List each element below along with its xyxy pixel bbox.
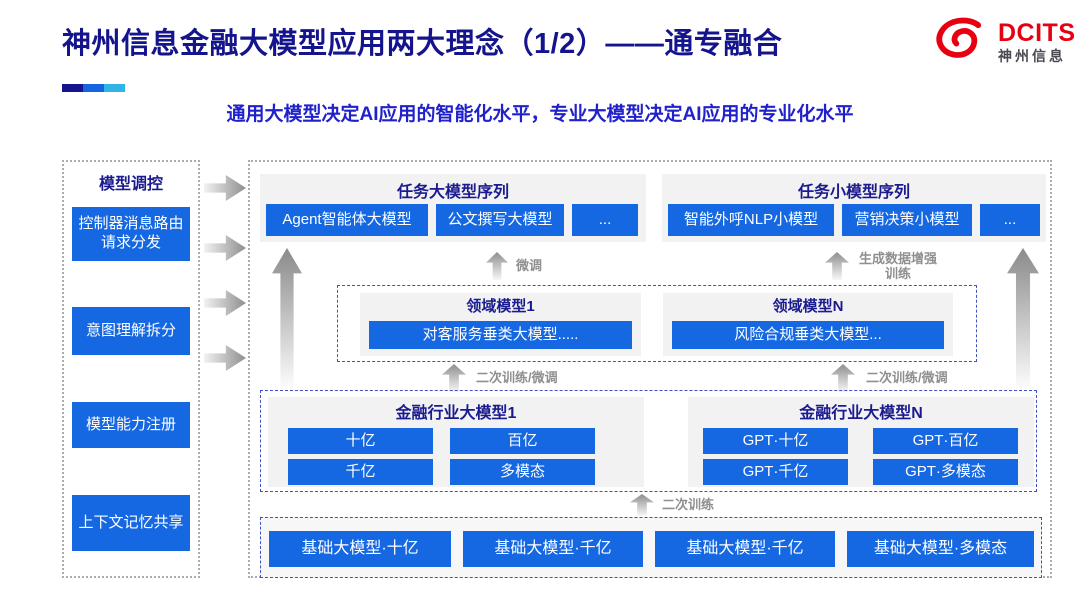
brand-name-cn: 神州信息: [998, 47, 1066, 64]
gen-data-arrow-icon: [825, 252, 849, 280]
node-marketing-decision-model: 营销决策小模型: [842, 204, 972, 236]
node-risk-compliance-model: 风险合规垂类大模型...: [672, 321, 944, 349]
accent-segment-cyan: [104, 84, 125, 92]
task-large-model-panel: 任务大模型序列 Agent智能体大模型 公文撰写大模型 ...: [260, 174, 646, 242]
retrain-finetune-arrow-icon: [442, 364, 466, 392]
slide-subtitle: 通用大模型决定AI应用的智能化水平，专业大模型决定AI应用的专业化水平: [226, 104, 854, 125]
node-1b: 十亿: [288, 428, 433, 454]
sidebar-title: 模型调控: [98, 176, 163, 193]
panel-title: 金融行业大模型N: [799, 405, 923, 422]
label-retrain-finetune-right: 二次训练/微调: [866, 370, 948, 385]
base-model-node-100b-b: 基础大模型·千亿: [655, 531, 835, 567]
base-models-box: 基础大模型·十亿 基础大模型·千亿 基础大模型·千亿 基础大模型·多模态: [260, 517, 1042, 578]
node-10b: 百亿: [450, 428, 595, 454]
sidebar-item-context-memory: 上下文记忆共享: [72, 495, 190, 551]
panel-title: 任务大模型序列: [396, 184, 509, 201]
node-gpt-multimodal: GPT·多模态: [873, 459, 1018, 485]
brand-name: DCITS: [998, 18, 1076, 47]
finetune-arrow-icon: [486, 252, 508, 280]
industry-models-box: 金融行业大模型1 十亿 百亿 千亿 多模态 金融行业大模型N GPT·十亿 GP…: [260, 390, 1037, 492]
industry-model-n-panel: 金融行业大模型N GPT·十亿 GPT·百亿 GPT·千亿 GPT·多模态: [688, 397, 1034, 487]
big-up-arrow-right-icon: [1007, 248, 1039, 389]
node-outbound-nlp-model: 智能外呼NLP小模型: [668, 204, 834, 236]
panel-title: 金融行业大模型1: [395, 405, 517, 422]
retrain-arrow-icon: [630, 494, 654, 516]
node-agent-large-model: Agent智能体大模型: [266, 204, 428, 236]
domain-model-n-panel: 领域模型N 风险合规垂类大模型...: [663, 293, 953, 356]
big-up-arrow-left-icon: [272, 248, 302, 389]
accent-segment-blue: [83, 84, 104, 92]
node-document-writing-model: 公文撰写大模型: [436, 204, 564, 236]
accent-bar: [62, 84, 125, 92]
node-ellipsis: ...: [980, 204, 1040, 236]
node-customer-service-model: 对客服务垂类大模型.....: [369, 321, 632, 349]
domain-model-1-panel: 领域模型1 对客服务垂类大模型.....: [360, 293, 641, 356]
base-model-node-multimodal: 基础大模型·多模态: [847, 531, 1034, 567]
industry-model-1-panel: 金融行业大模型1 十亿 百亿 千亿 多模态: [268, 397, 644, 487]
node-multimodal: 多模态: [450, 459, 595, 485]
right-arrow-icon: [204, 175, 246, 201]
node-ellipsis: ...: [572, 204, 638, 236]
right-arrow-icon: [204, 345, 246, 371]
sidebar-item-intent-splitting: 意图理解拆分: [72, 307, 190, 355]
label-retrain-finetune-left: 二次训练/微调: [476, 370, 558, 385]
sidebar-item-controller-routing: 控制器消息路由请求分发: [72, 207, 190, 261]
label-retrain: 二次训练: [662, 497, 715, 512]
node-gpt-100b: GPT·千亿: [703, 459, 848, 485]
base-model-node-100b-a: 基础大模型·千亿: [463, 531, 643, 567]
node-gpt-1b: GPT·十亿: [703, 428, 848, 454]
right-arrow-icon: [204, 290, 246, 316]
node-100b: 千亿: [288, 459, 433, 485]
task-small-model-panel: 任务小模型序列 智能外呼NLP小模型 营销决策小模型 ...: [662, 174, 1046, 242]
dcits-swirl-icon: [932, 16, 990, 67]
panel-title: 领域模型N: [772, 298, 844, 315]
sidebar-item-capability-registration: 模型能力注册: [72, 402, 190, 448]
domain-models-box: 领域模型1 对客服务垂类大模型..... 领域模型N 风险合规垂类大模型...: [337, 285, 977, 362]
base-model-node-1b: 基础大模型·十亿: [269, 531, 451, 567]
label-finetune: 微调: [516, 258, 543, 273]
right-arrow-icon: [204, 235, 246, 261]
panel-title: 领域模型1: [466, 298, 535, 315]
retrain-finetune-arrow-icon: [831, 364, 855, 392]
panel-title: 任务小模型序列: [797, 184, 910, 201]
model-control-panel: 模型调控 控制器消息路由请求分发 意图理解拆分 模型能力注册 上下文记忆共享: [62, 160, 200, 578]
page-title: 神州信息金融大模型应用两大理念（1/2）——通专融合: [62, 28, 783, 60]
main-diagram: 任务大模型序列 Agent智能体大模型 公文撰写大模型 ... 任务小模型序列 …: [248, 160, 1052, 578]
dcits-logo: DCITS 神州信息: [932, 16, 1076, 67]
node-gpt-10b: GPT·百亿: [873, 428, 1018, 454]
accent-segment-dark: [62, 84, 83, 92]
label-gen-data-training: 生成数据增强训练: [858, 251, 937, 281]
